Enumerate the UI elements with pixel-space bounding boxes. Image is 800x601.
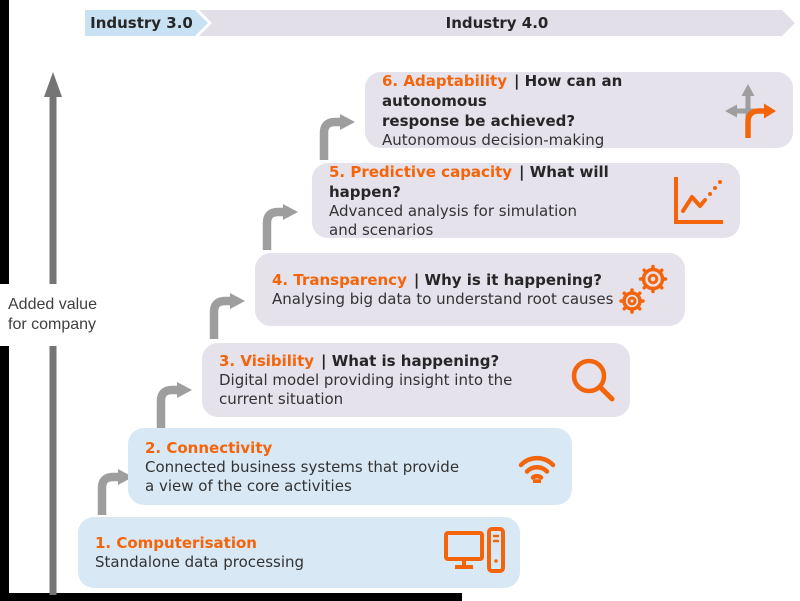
step-box-5-predictive-capacity: 5. Predictive capacity| What will happen… bbox=[312, 162, 740, 240]
step-box-1-computerisation: 1. Computerisation Standalone data proce… bbox=[78, 517, 520, 588]
chart-icon bbox=[673, 176, 740, 226]
banner-industry-3-label: Industry 3.0 bbox=[90, 14, 193, 32]
step-6-text: 6. Adaptability| How can an autonomous r… bbox=[365, 71, 722, 150]
step-5-title: 5. Predictive capacity bbox=[329, 162, 513, 181]
step-2-description: Connected business systems that provide … bbox=[145, 457, 460, 495]
step-1-description: Standalone data processing bbox=[95, 553, 305, 571]
branch-arrows-icon bbox=[722, 82, 793, 138]
step-6-question: | How can an autonomous response be achi… bbox=[382, 71, 623, 130]
bottom-black-border bbox=[0, 593, 462, 601]
step-up-arrow-icon bbox=[156, 382, 192, 428]
step-3-title: 3. Visibility bbox=[219, 352, 315, 370]
step-up-arrow-icon bbox=[262, 204, 298, 250]
banner-industry-3: Industry 3.0 bbox=[85, 10, 208, 36]
step-up-arrow-icon bbox=[319, 114, 355, 160]
step-box-3-visibility: 3. Visibility | What is happening? Digita… bbox=[202, 343, 630, 417]
wifi-icon bbox=[517, 450, 572, 483]
step-3-question: | What is happening? bbox=[321, 352, 500, 370]
step-1-text: 1. Computerisation Standalone data proce… bbox=[78, 533, 443, 572]
step-box-6-adaptability: 6. Adaptability| How can an autonomous r… bbox=[365, 71, 793, 150]
gears-icon bbox=[618, 262, 685, 318]
step-3-description: Digital model providing insight into the… bbox=[219, 371, 513, 408]
step-4-description: Analysing big data to understand root ca… bbox=[272, 290, 614, 308]
step-up-arrow-icon bbox=[209, 293, 245, 339]
computer-icon bbox=[443, 526, 520, 579]
step-6-title: 6. Adaptability bbox=[382, 71, 507, 90]
step-up-arrow-icon bbox=[97, 469, 133, 515]
banner-industry-4-label: Industry 4.0 bbox=[445, 14, 549, 32]
step-4-question: | Why is it happening? bbox=[413, 271, 602, 289]
step-4-title: 4. Transparency bbox=[272, 271, 407, 289]
step-5-text: 5. Predictive capacity| What will happen… bbox=[312, 162, 673, 240]
magnifier-icon bbox=[570, 357, 630, 403]
step-5-description: Advanced analysis for simulation and sce… bbox=[329, 201, 577, 239]
step-3-text: 3. Visibility | What is happening? Digita… bbox=[202, 351, 570, 409]
step-4-text: 4. Transparency | Why is it happening? An… bbox=[255, 270, 618, 309]
step-box-4-transparency: 4. Transparency | Why is it happening? An… bbox=[255, 253, 685, 326]
step-box-2-connectivity: 2. Connectivity Connected business syste… bbox=[128, 428, 572, 505]
step-5-question: | What will happen? bbox=[329, 162, 609, 201]
step-2-title: 2. Connectivity bbox=[145, 438, 273, 457]
banner-industry-4: Industry 4.0 bbox=[199, 10, 795, 36]
step-2-text: 2. Connectivity Connected business syste… bbox=[128, 438, 517, 496]
added-value-axis-label: Added value for company bbox=[0, 284, 118, 346]
step-6-description: Autonomous decision-making bbox=[382, 130, 605, 149]
step-1-title: 1. Computerisation bbox=[95, 534, 257, 552]
